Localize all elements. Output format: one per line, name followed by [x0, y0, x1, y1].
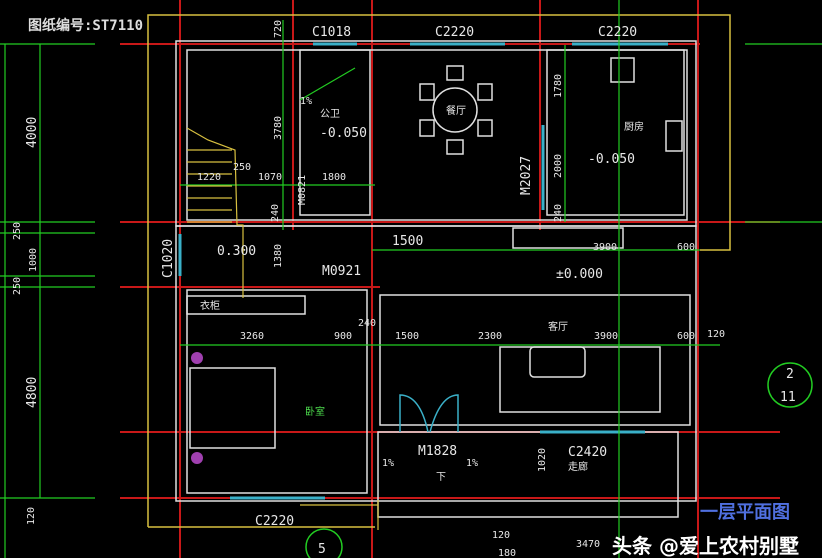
dimension-label: 240	[553, 204, 564, 222]
room-label: 公卫	[320, 109, 340, 120]
level-label: -0.050	[588, 152, 635, 167]
dimension-label: 3470	[576, 539, 600, 550]
dimension-label: 600	[677, 331, 695, 342]
window-label: C1020	[161, 239, 176, 278]
door-label: M2027	[519, 156, 534, 195]
dimension-label: 1800	[322, 172, 346, 183]
staircase	[186, 127, 379, 530]
level-label: -0.050	[320, 126, 367, 141]
dimension-label: 720	[273, 20, 284, 38]
dimension-labels: 4000 250 1000 250 4800 120 720 3780 1220…	[12, 20, 725, 558]
axis-marker-number: 11	[780, 390, 796, 405]
window-label: C2220	[435, 25, 474, 40]
windows	[178, 42, 668, 500]
dimension-label: 900	[334, 331, 352, 342]
nightstand-icon	[191, 352, 203, 364]
door-label: M1828	[418, 444, 457, 459]
dimension-label: 3900	[594, 331, 618, 342]
door-label: M0821	[297, 175, 308, 205]
dimension-label: 2000	[553, 154, 564, 178]
dimension-label: 3780	[273, 116, 284, 140]
dimension-label: 2300	[478, 331, 502, 342]
axis-marker-circle	[767, 362, 813, 408]
dimension-label: 3260	[240, 331, 264, 342]
room-label: 客厅	[548, 320, 568, 333]
axis-marker-circle	[305, 528, 343, 558]
walls	[175, 40, 697, 518]
room-label: 厨房	[624, 120, 644, 133]
dimension-label: 4000	[25, 117, 40, 148]
dimension-label: 120	[26, 507, 37, 525]
axis-marker-number: 2	[786, 367, 794, 382]
nightstand-icon	[191, 452, 203, 464]
dimension-label: 1780	[553, 74, 564, 98]
dimension-label: 1000	[28, 248, 39, 272]
dimension-label: 3900	[593, 242, 617, 253]
door-label: M0921	[322, 264, 361, 279]
room-label: 卧室	[305, 405, 325, 418]
dimension-label: 120	[492, 530, 510, 541]
dimension-label: 4800	[25, 377, 40, 408]
dimension-label: 1380	[273, 244, 284, 268]
dimension-label: 600	[677, 242, 695, 253]
plan-title: 一层平面图	[700, 502, 790, 523]
drawing-number: 图纸编号:ST7110	[28, 17, 143, 34]
dimension-label: 1020	[537, 448, 548, 472]
dimension-label: 1220	[197, 172, 221, 183]
dimension-label: 240	[270, 204, 281, 222]
window-label: C2220	[255, 514, 294, 529]
dimension-label: 1500	[395, 331, 419, 342]
window-label: C2220	[598, 25, 637, 40]
dimension-label: 120	[707, 329, 725, 340]
slope-label: 1%	[382, 458, 394, 469]
level-label: 0.300	[217, 244, 256, 259]
axis-marker-number: 5	[318, 542, 326, 557]
roof-outline	[147, 14, 731, 527]
window-label: C1018	[312, 25, 351, 40]
slope-label: 1%	[300, 96, 312, 107]
double-door	[399, 394, 459, 433]
dimension-label: 250	[12, 222, 23, 240]
dimension-label: 240	[358, 318, 376, 329]
wardrobe-label: 衣柜	[200, 299, 220, 312]
dimension-label: 250	[12, 277, 23, 295]
room-label: 走廊	[568, 460, 588, 473]
dimension-label: 1070	[258, 172, 282, 183]
room-label: 餐厅	[446, 104, 466, 117]
level-label: ±0.000	[556, 267, 603, 282]
slope-label: 1%	[466, 458, 478, 469]
window-label: C2420	[568, 445, 607, 460]
slope-label: 下	[436, 472, 446, 483]
dimension-label: 180	[498, 548, 516, 558]
dimension-label: 250	[233, 162, 251, 173]
watermark-text: 头条 @爱上农村别墅	[612, 534, 799, 558]
axis-lines	[120, 0, 780, 558]
dimension-label: 1500	[392, 234, 423, 249]
